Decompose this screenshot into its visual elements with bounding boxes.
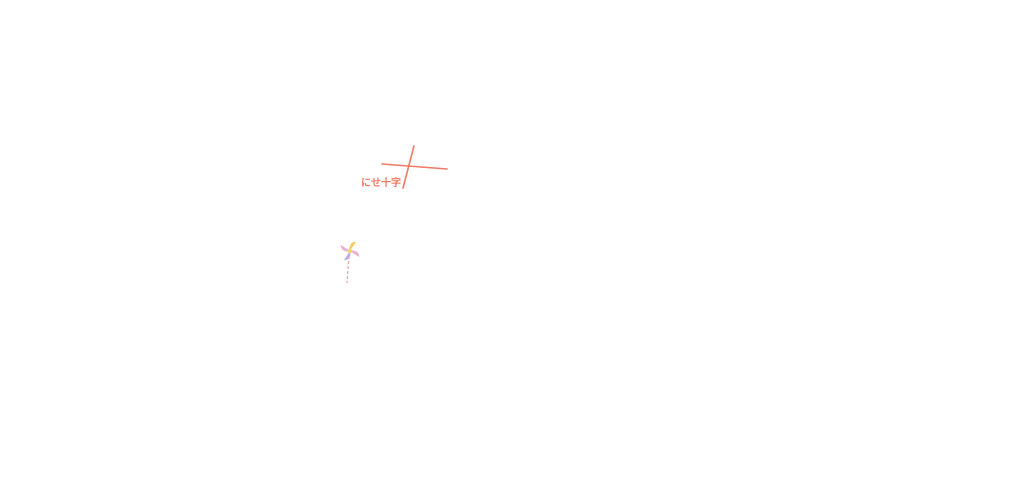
- fake-cross: にせ十字: [361, 145, 448, 189]
- pinwheel-center: [347, 248, 353, 254]
- pinwheel-stick: [346, 255, 350, 284]
- pinwheel-petal: [340, 245, 350, 252]
- pinwheel-petal: [344, 251, 351, 261]
- pinwheel-petal: [349, 241, 356, 251]
- cross-vertical-stroke: [402, 145, 415, 189]
- pinwheel-petal: [350, 250, 360, 257]
- pinwheel-head: [340, 241, 360, 261]
- pinwheel-icon: [340, 241, 360, 284]
- cross-horizontal-stroke: [381, 163, 448, 170]
- cross-label: にせ十字: [361, 176, 401, 189]
